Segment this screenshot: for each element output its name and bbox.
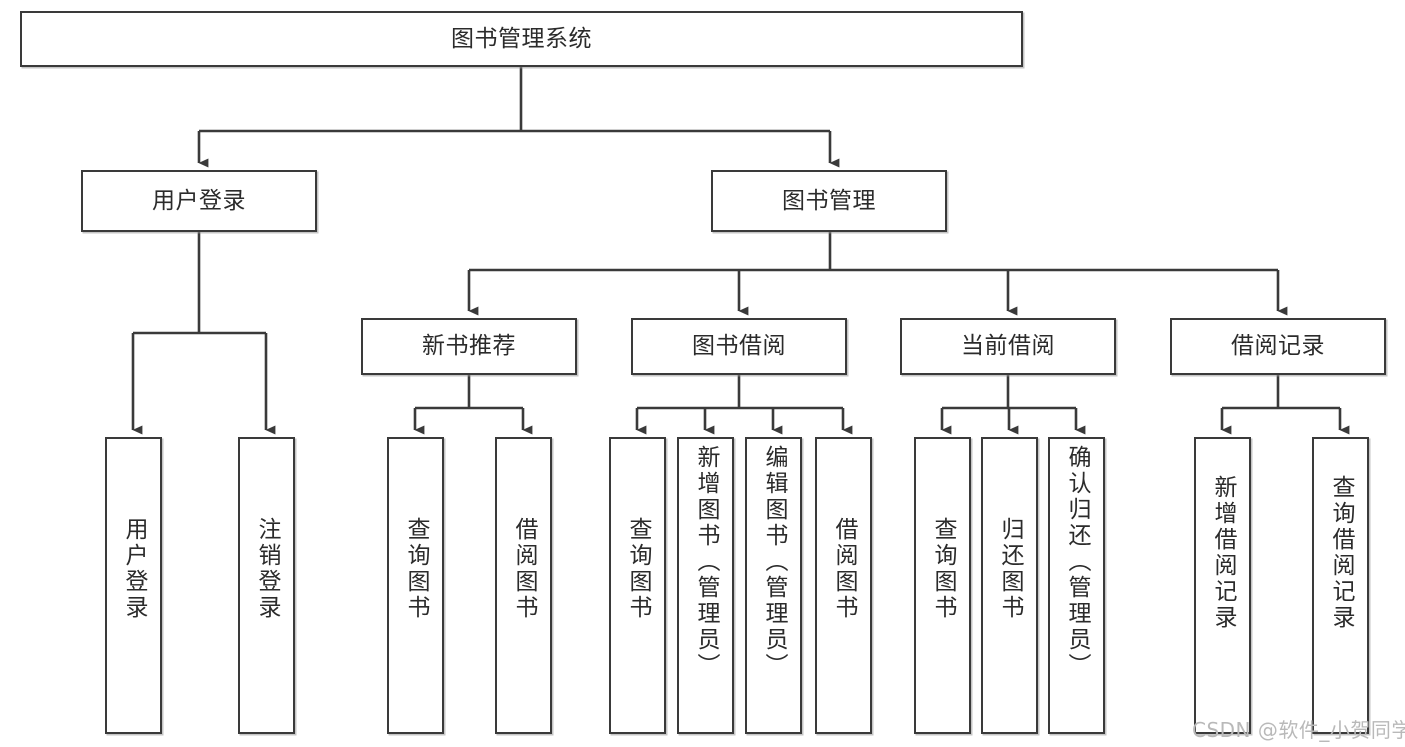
node-new-book-recommend[interactable]: 新书推荐 bbox=[361, 318, 577, 375]
node-label: 借阅记录 bbox=[1231, 333, 1325, 360]
node-label: 查询图书 bbox=[403, 517, 429, 621]
leaf-user-login[interactable]: 用户登录 bbox=[105, 437, 162, 734]
node-label: 图书管理 bbox=[782, 187, 876, 214]
node-label: 查询图书 bbox=[930, 517, 956, 621]
node-label: 新增图书（管理员） bbox=[693, 445, 719, 679]
node-label: 图书借阅 bbox=[692, 333, 786, 360]
node-label: 借阅图书 bbox=[511, 517, 537, 621]
node-book-borrow[interactable]: 图书借阅 bbox=[631, 318, 847, 375]
leaf-query-book-recommend[interactable]: 查询图书 bbox=[387, 437, 444, 734]
leaf-query-book-current[interactable]: 查询图书 bbox=[914, 437, 971, 734]
node-label: 归还图书 bbox=[997, 517, 1023, 621]
node-label: 查询借阅记录 bbox=[1328, 475, 1354, 631]
node-label: 用户登录 bbox=[152, 187, 246, 214]
leaf-return-book[interactable]: 归还图书 bbox=[981, 437, 1038, 734]
watermark-text: CSDN @软件_小贺同学 bbox=[1192, 718, 1405, 742]
node-label: 确认归还（管理员） bbox=[1064, 445, 1090, 679]
node-label: 用户登录 bbox=[121, 517, 147, 621]
leaf-query-borrow-record[interactable]: 查询借阅记录 bbox=[1312, 437, 1369, 734]
leaf-borrow-book-recommend[interactable]: 借阅图书 bbox=[495, 437, 552, 734]
node-label: 当前借阅 bbox=[961, 333, 1055, 360]
leaf-logout-login[interactable]: 注销登录 bbox=[238, 437, 295, 734]
leaf-add-book-admin[interactable]: 新增图书（管理员） bbox=[677, 437, 734, 734]
node-book-management[interactable]: 图书管理 bbox=[711, 170, 947, 232]
node-label: 图书管理系统 bbox=[451, 25, 592, 52]
node-label: 编辑图书（管理员） bbox=[761, 445, 787, 679]
node-label: 查询图书 bbox=[625, 517, 651, 621]
node-current-borrow[interactable]: 当前借阅 bbox=[900, 318, 1116, 375]
node-label: 新书推荐 bbox=[422, 333, 516, 360]
leaf-confirm-return-admin[interactable]: 确认归还（管理员） bbox=[1048, 437, 1105, 734]
node-label: 新增借阅记录 bbox=[1210, 475, 1236, 631]
node-borrow-record[interactable]: 借阅记录 bbox=[1170, 318, 1386, 375]
node-label: 注销登录 bbox=[254, 517, 280, 621]
leaf-edit-book-admin[interactable]: 编辑图书（管理员） bbox=[745, 437, 802, 734]
node-user-login[interactable]: 用户登录 bbox=[81, 170, 317, 232]
node-label: 借阅图书 bbox=[831, 517, 857, 621]
leaf-query-book-borrow[interactable]: 查询图书 bbox=[609, 437, 666, 734]
node-root-book-management-system[interactable]: 图书管理系统 bbox=[20, 11, 1023, 67]
leaf-borrow-book-borrow[interactable]: 借阅图书 bbox=[815, 437, 872, 734]
leaf-add-borrow-record[interactable]: 新增借阅记录 bbox=[1194, 437, 1251, 734]
